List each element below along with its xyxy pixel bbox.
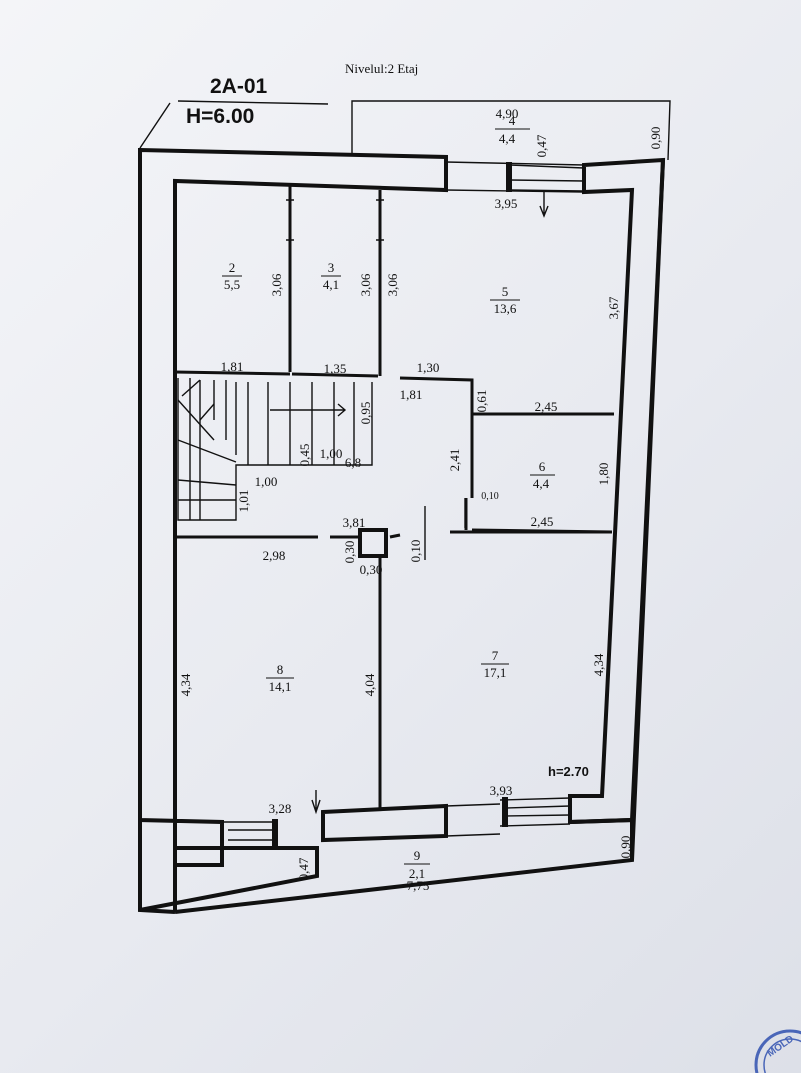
room-6-number: 6	[539, 459, 546, 474]
dim-room8-right: 4,04	[362, 673, 377, 696]
dim-hall-right: 2,41	[447, 449, 462, 472]
dim-window-right: 3,93	[490, 783, 513, 798]
dim-room3-width: 1,35	[324, 361, 347, 376]
dim-bottom-right-offset: 0,90	[618, 836, 633, 859]
dim-room7-right: 4,34	[591, 653, 606, 676]
ceiling-height: h=2.70	[548, 764, 589, 779]
room-3-number: 3	[328, 260, 335, 275]
column	[358, 528, 388, 558]
window-right-frame	[502, 797, 508, 827]
room-2-area: 5,5	[224, 277, 240, 292]
room-7-area: 17,1	[484, 665, 507, 680]
hall-area: 6,8	[345, 455, 361, 470]
room-8-number: 8	[277, 662, 284, 677]
height-mark: H=6.00	[186, 105, 254, 128]
official-stamp: MOLD	[754, 1029, 801, 1073]
dim-room6-right: 1,80	[596, 463, 611, 486]
staircase	[177, 378, 373, 521]
room-3-area: 4,1	[323, 277, 339, 292]
level-title: Nivelul:2 Etaj	[345, 61, 418, 76]
door-marks	[424, 498, 466, 560]
dim-stair-landing: 0,95	[358, 402, 373, 425]
dim-room3-height: 3,06	[358, 273, 373, 296]
stair-arrow-icon	[270, 403, 347, 417]
windows	[222, 161, 585, 850]
balcony-outline	[351, 100, 671, 161]
dim-top-right-offset: 0,90	[648, 127, 663, 150]
dim-room5-left: 3,06	[385, 273, 400, 296]
dim-room8-left: 4,34	[178, 673, 193, 696]
room-4-number: 4	[509, 113, 516, 128]
room-6-area: 4,4	[533, 476, 550, 491]
window-left-frame	[272, 819, 278, 850]
dim-corridor-gap: 0,61	[474, 390, 489, 413]
window-top-frame	[506, 162, 512, 192]
dim-window-left: 3,28	[269, 801, 292, 816]
door-arrow-icon	[539, 190, 549, 218]
dim-top-window: 3,95	[495, 196, 518, 211]
dim-hall-top: 1,30	[417, 360, 440, 375]
plan-code: 2A-01	[210, 75, 268, 98]
room-8-area: 14,1	[269, 679, 292, 694]
dim-room2-height: 3,06	[269, 273, 284, 296]
dim-hall-top-2: 1,81	[400, 387, 423, 402]
dim-column-h: 0,30	[360, 562, 383, 577]
dim-balcony-width: 4,90	[496, 106, 519, 121]
room-2-number: 2	[229, 260, 236, 275]
dim-balcony-bottom: 7,75	[407, 878, 430, 893]
outer-walls	[138, 147, 666, 914]
dim-column-v: 0,30	[342, 541, 357, 564]
dim-door-gap: 0,10	[481, 491, 499, 502]
room-9-number: 9	[414, 848, 421, 863]
dim-room6-bottom: 2,45	[531, 514, 554, 529]
room-4-area: 4,4	[499, 131, 516, 146]
room-5-number: 5	[502, 284, 509, 299]
header-leader	[139, 100, 329, 149]
door-arrow-icon-2	[311, 790, 321, 815]
room-labels: 2 5,5 3 4,1 5 13,6 4 4,4 6 4,4 6,8 8 14,…	[222, 113, 555, 881]
dim-stair-bottom: 1,01	[236, 490, 251, 513]
dim-room8-top: 2,98	[263, 548, 286, 563]
room-9-area: 2,1	[409, 866, 425, 881]
room-7-number: 7	[492, 648, 499, 663]
dim-window-depth-bottom: 0,47	[296, 857, 311, 880]
dim-stair-run: 1,00	[255, 474, 278, 489]
room-5-area: 13,6	[494, 301, 517, 316]
dim-stair-step: 0,45	[297, 444, 312, 467]
dim-wall-gap: 0,10	[408, 540, 423, 563]
partitions	[174, 185, 614, 808]
dim-room5-right: 3,67	[606, 296, 621, 319]
dimension-labels: 4,90 0,47 0,90 3,95 3,06 3,06 3,06 3,67 …	[178, 106, 663, 893]
dim-room2-width: 1,81	[221, 359, 244, 374]
dim-hall-bottom: 3,81	[343, 515, 366, 530]
dim-room6-top: 2,45	[535, 399, 558, 414]
dim-window-depth-top: 0,47	[534, 134, 549, 157]
dim-stair-width: 1,00	[320, 446, 343, 461]
